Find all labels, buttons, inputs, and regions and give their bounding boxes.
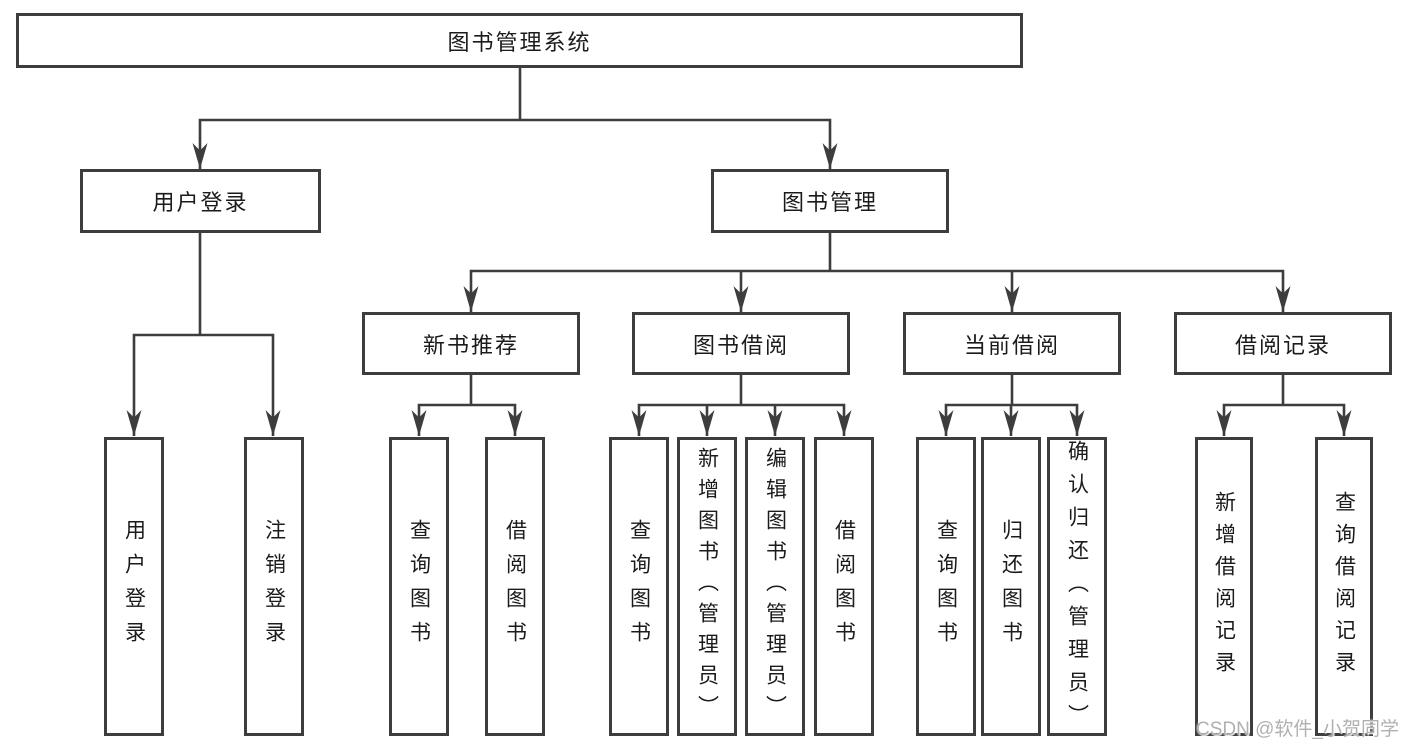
node-new-book-recommend: 新书推荐 [362,312,580,375]
leaf-query-books-borrow: 查询图书 [609,437,669,736]
node-book-management-label: 图书管理 [781,190,878,215]
node-book-management: 图书管理 [711,169,949,233]
node-current-borrow-label: 当前借阅 [963,332,1060,358]
leaf-logout-label: 注销登录 [262,518,286,655]
leaf-confirm-return-admin-label: 确认归还（管理员） [1065,440,1089,737]
leaf-query-books-current: 查询图书 [916,437,976,736]
leaf-edit-books-admin: 编辑图书（管理员） [745,437,805,736]
leaf-add-books-admin: 新增图书（管理员） [677,437,737,736]
node-user-login-label: 用户登录 [152,190,249,215]
leaf-user-login-label: 用户登录 [122,518,146,655]
leaf-query-books-current-label: 查询图书 [934,518,958,655]
node-new-book-recommend-label: 新书推荐 [422,332,519,358]
leaf-borrow-books-recommend: 借阅图书 [485,437,545,736]
node-current-borrow: 当前借阅 [903,312,1121,375]
leaf-return-books-label: 归还图书 [999,518,1023,655]
leaf-user-login: 用户登录 [104,437,164,736]
leaf-query-books-recommend: 查询图书 [389,437,449,736]
node-book-borrow-label: 图书借阅 [692,332,789,358]
node-borrow-records-label: 借阅记录 [1234,332,1331,358]
node-root-label: 图书管理系统 [447,29,592,55]
leaf-query-borrow-record: 查询借阅记录 [1315,437,1373,736]
leaf-borrow-books: 借阅图书 [814,437,874,736]
node-book-borrow: 图书借阅 [632,312,850,375]
node-borrow-records: 借阅记录 [1174,312,1392,375]
leaf-query-books-borrow-label: 查询图书 [627,518,651,655]
leaf-add-books-admin-label: 新增图书（管理员） [695,447,719,726]
leaf-query-books-recommend-label: 查询图书 [407,518,431,655]
node-user-login: 用户登录 [80,169,321,233]
leaf-borrow-books-label: 借阅图书 [832,518,856,655]
leaf-borrow-books-recommend-label: 借阅图书 [503,518,527,655]
leaf-return-books: 归还图书 [981,437,1041,736]
leaf-edit-books-admin-label: 编辑图书（管理员） [763,447,787,726]
leaf-logout: 注销登录 [244,437,304,736]
csdn-watermark: CSDN @软件_小贺同学 [1196,719,1399,740]
leaf-confirm-return-admin: 确认归还（管理员） [1047,437,1107,737]
node-root: 图书管理系统 [16,13,1023,68]
leaf-add-borrow-record: 新增借阅记录 [1195,437,1253,736]
leaf-add-borrow-record-label: 新增借阅记录 [1212,490,1236,683]
leaf-query-borrow-record-label: 查询借阅记录 [1332,490,1356,683]
